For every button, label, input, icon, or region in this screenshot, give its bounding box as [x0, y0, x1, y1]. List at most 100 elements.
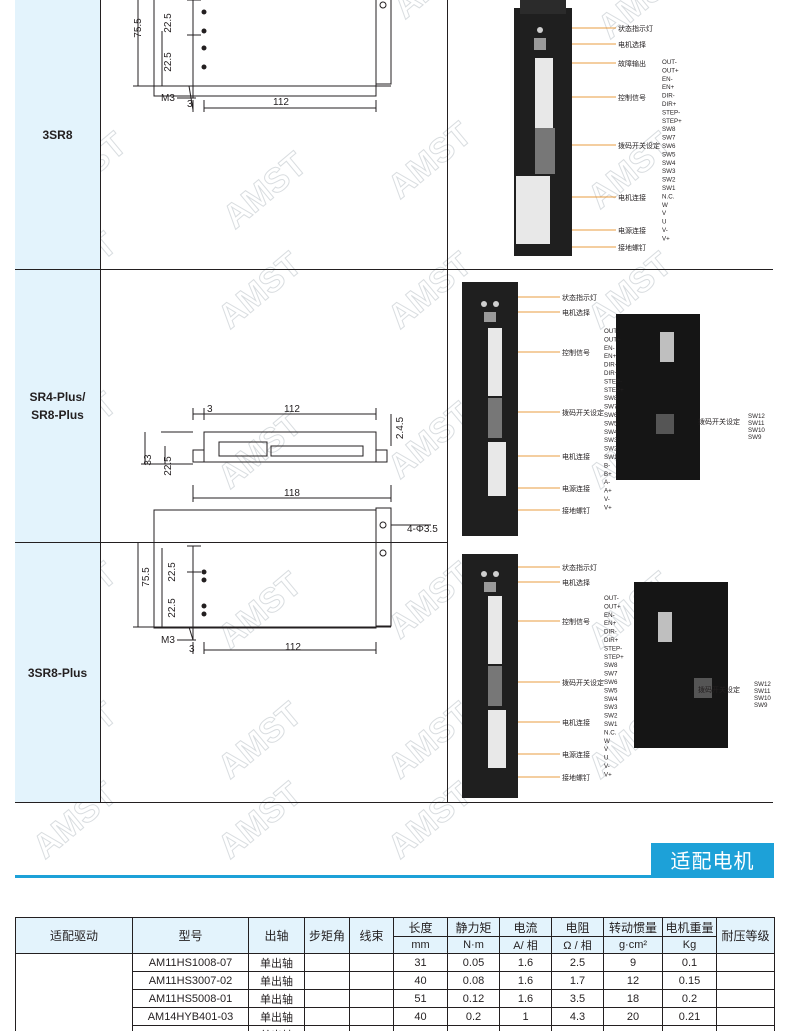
pin-label: W — [662, 202, 668, 209]
side-pin-label: SW12 — [754, 681, 771, 688]
dim-width-label: 112 — [273, 97, 289, 108]
side-pin-label: SW9 — [754, 702, 768, 709]
cell-current — [499, 1025, 552, 1031]
header-current: 电流 — [499, 917, 552, 937]
pin-label: EN+ — [662, 84, 675, 91]
dim-offset-label: 3 — [187, 99, 193, 110]
callout-label: 状态指示灯 — [562, 293, 597, 302]
side-pin-label: SW12 — [748, 413, 765, 420]
pin-label: EN- — [604, 345, 615, 352]
cell-shaft: 单出轴 — [248, 953, 305, 972]
pin-label: SW8 — [604, 395, 618, 402]
unit-current: A/ 相 — [499, 936, 552, 954]
header-step-angle: 步矩角 — [304, 917, 350, 954]
pin-label: V- — [662, 227, 668, 234]
cell-resistance: 2.5 — [551, 953, 604, 972]
pin-label: STEP- — [604, 378, 622, 385]
cell-current: 1.6 — [499, 953, 552, 972]
pin-label: SW8 — [662, 126, 676, 133]
side-pin-label: SW9 — [748, 434, 762, 441]
dim-a-label: 22.5 — [163, 13, 174, 33]
pin-label: STEP+ — [604, 387, 624, 394]
cell-empty — [304, 1007, 350, 1026]
pin-label: B+ — [604, 471, 612, 478]
cell-length: 40 — [393, 1007, 448, 1026]
pin-label: STEP- — [604, 645, 622, 652]
cell-model: AM11HS1008-07 — [132, 953, 249, 972]
row-label: SR4-Plus/ SR8-Plus — [15, 270, 100, 542]
pin-label: SW2 — [604, 446, 618, 453]
pin-label: N.C. — [604, 729, 617, 736]
header-model: 型号 — [132, 917, 249, 954]
cell-current: 1.6 — [499, 989, 552, 1008]
pin-label: OUT+ — [604, 603, 621, 610]
cell-torque: 0.05 — [447, 953, 500, 972]
section-title-text: 适配电机 — [670, 850, 755, 873]
cell-empty — [716, 971, 775, 990]
driver-photo-sr-plus: 状态指示灯电机选择控制信号拨码开关设定电机连接电源连接接地螺钉OUT-OUT+E… — [462, 282, 765, 536]
pin-label: SW3 — [604, 437, 618, 444]
pin-label: STEP- — [662, 109, 680, 116]
pin-label: V+ — [604, 771, 612, 778]
dimension-drawing: 75.5 22.5 22.5 M3 3 112 — [101, 542, 447, 803]
cell-resistance: 1.7 — [551, 971, 604, 990]
callout-label: 故障输出 — [618, 59, 646, 68]
table-row: 单出轴 — [16, 1025, 775, 1031]
cell-resistance: 4.3 — [551, 1007, 604, 1026]
dim-height-label: 75.5 — [141, 567, 152, 587]
cell-shaft: 单出轴 — [248, 1007, 305, 1026]
cell-resistance: 3.5 — [551, 989, 604, 1008]
cell-shaft: 单出轴 — [248, 971, 305, 990]
dim-total-width-label: 118 — [284, 488, 300, 499]
callout-label: 拨码开关设定 — [562, 408, 604, 417]
pin-label: SW3 — [662, 168, 676, 175]
callout-label: 电源连接 — [562, 484, 590, 493]
cell-length — [393, 1025, 448, 1031]
cell-inertia — [603, 1025, 663, 1031]
col-divider-photo — [447, 0, 448, 803]
unit-inertia: g·cm² — [603, 936, 663, 954]
cell-empty — [349, 1025, 394, 1031]
unit-torque: N·m — [447, 936, 500, 954]
cell-inertia: 18 — [603, 989, 663, 1008]
cell-weight: 0.21 — [662, 1007, 717, 1026]
callout-label: 电机连接 — [562, 452, 590, 461]
row-label-line: 3SR8-Plus — [27, 665, 88, 680]
cell-shaft: 单出轴 — [248, 1025, 305, 1031]
pin-label: SW7 — [604, 404, 618, 411]
cell-torque: 0.2 — [447, 1007, 500, 1026]
pin-label: SW5 — [662, 151, 676, 158]
cell-empty — [716, 1025, 775, 1031]
cell-empty — [304, 953, 350, 972]
cell-empty — [349, 1007, 394, 1026]
callout-label: 电机连接 — [618, 193, 646, 202]
spec-row-3sr8-plus: 3SR8-Plus — [15, 542, 773, 803]
header-driver: 适配驱动 — [15, 917, 133, 954]
pin-label: SW4 — [662, 160, 676, 167]
callout-label: 电源连接 — [562, 750, 590, 759]
dim-m3-label: M3 — [161, 93, 175, 104]
cell-length: 31 — [393, 953, 448, 972]
spec-row-sr-plus: SR4-Plus/ SR8-Plus — [15, 270, 773, 542]
dim-m3-label: M3 — [161, 635, 175, 646]
pin-label: SW1 — [662, 185, 676, 192]
unit-resistance: Ω / 相 — [551, 936, 604, 954]
pin-label: V- — [604, 496, 610, 503]
side-pin-label: SW10 — [748, 427, 765, 434]
pin-label: EN+ — [604, 353, 617, 360]
driver-photo-3sr8-plus: 状态指示灯电机选择控制信号拨码开关设定电机连接电源连接接地螺钉OUT-OUT+E… — [462, 554, 771, 798]
pin-label: DIR+ — [604, 637, 619, 644]
pin-label: EN- — [604, 612, 615, 619]
callout-label: 电机选择 — [562, 308, 590, 317]
callout-label: 状态指示灯 — [618, 24, 653, 33]
side-callout-label: 拨码开关设定 — [698, 685, 740, 694]
row-divider — [15, 269, 773, 270]
pin-label: V- — [604, 763, 610, 770]
callout-label: 控制信号 — [562, 617, 590, 626]
pin-label: U — [604, 755, 608, 762]
callout-label: 接地螺钉 — [618, 243, 646, 252]
callout-label: 接地螺钉 — [562, 773, 590, 782]
